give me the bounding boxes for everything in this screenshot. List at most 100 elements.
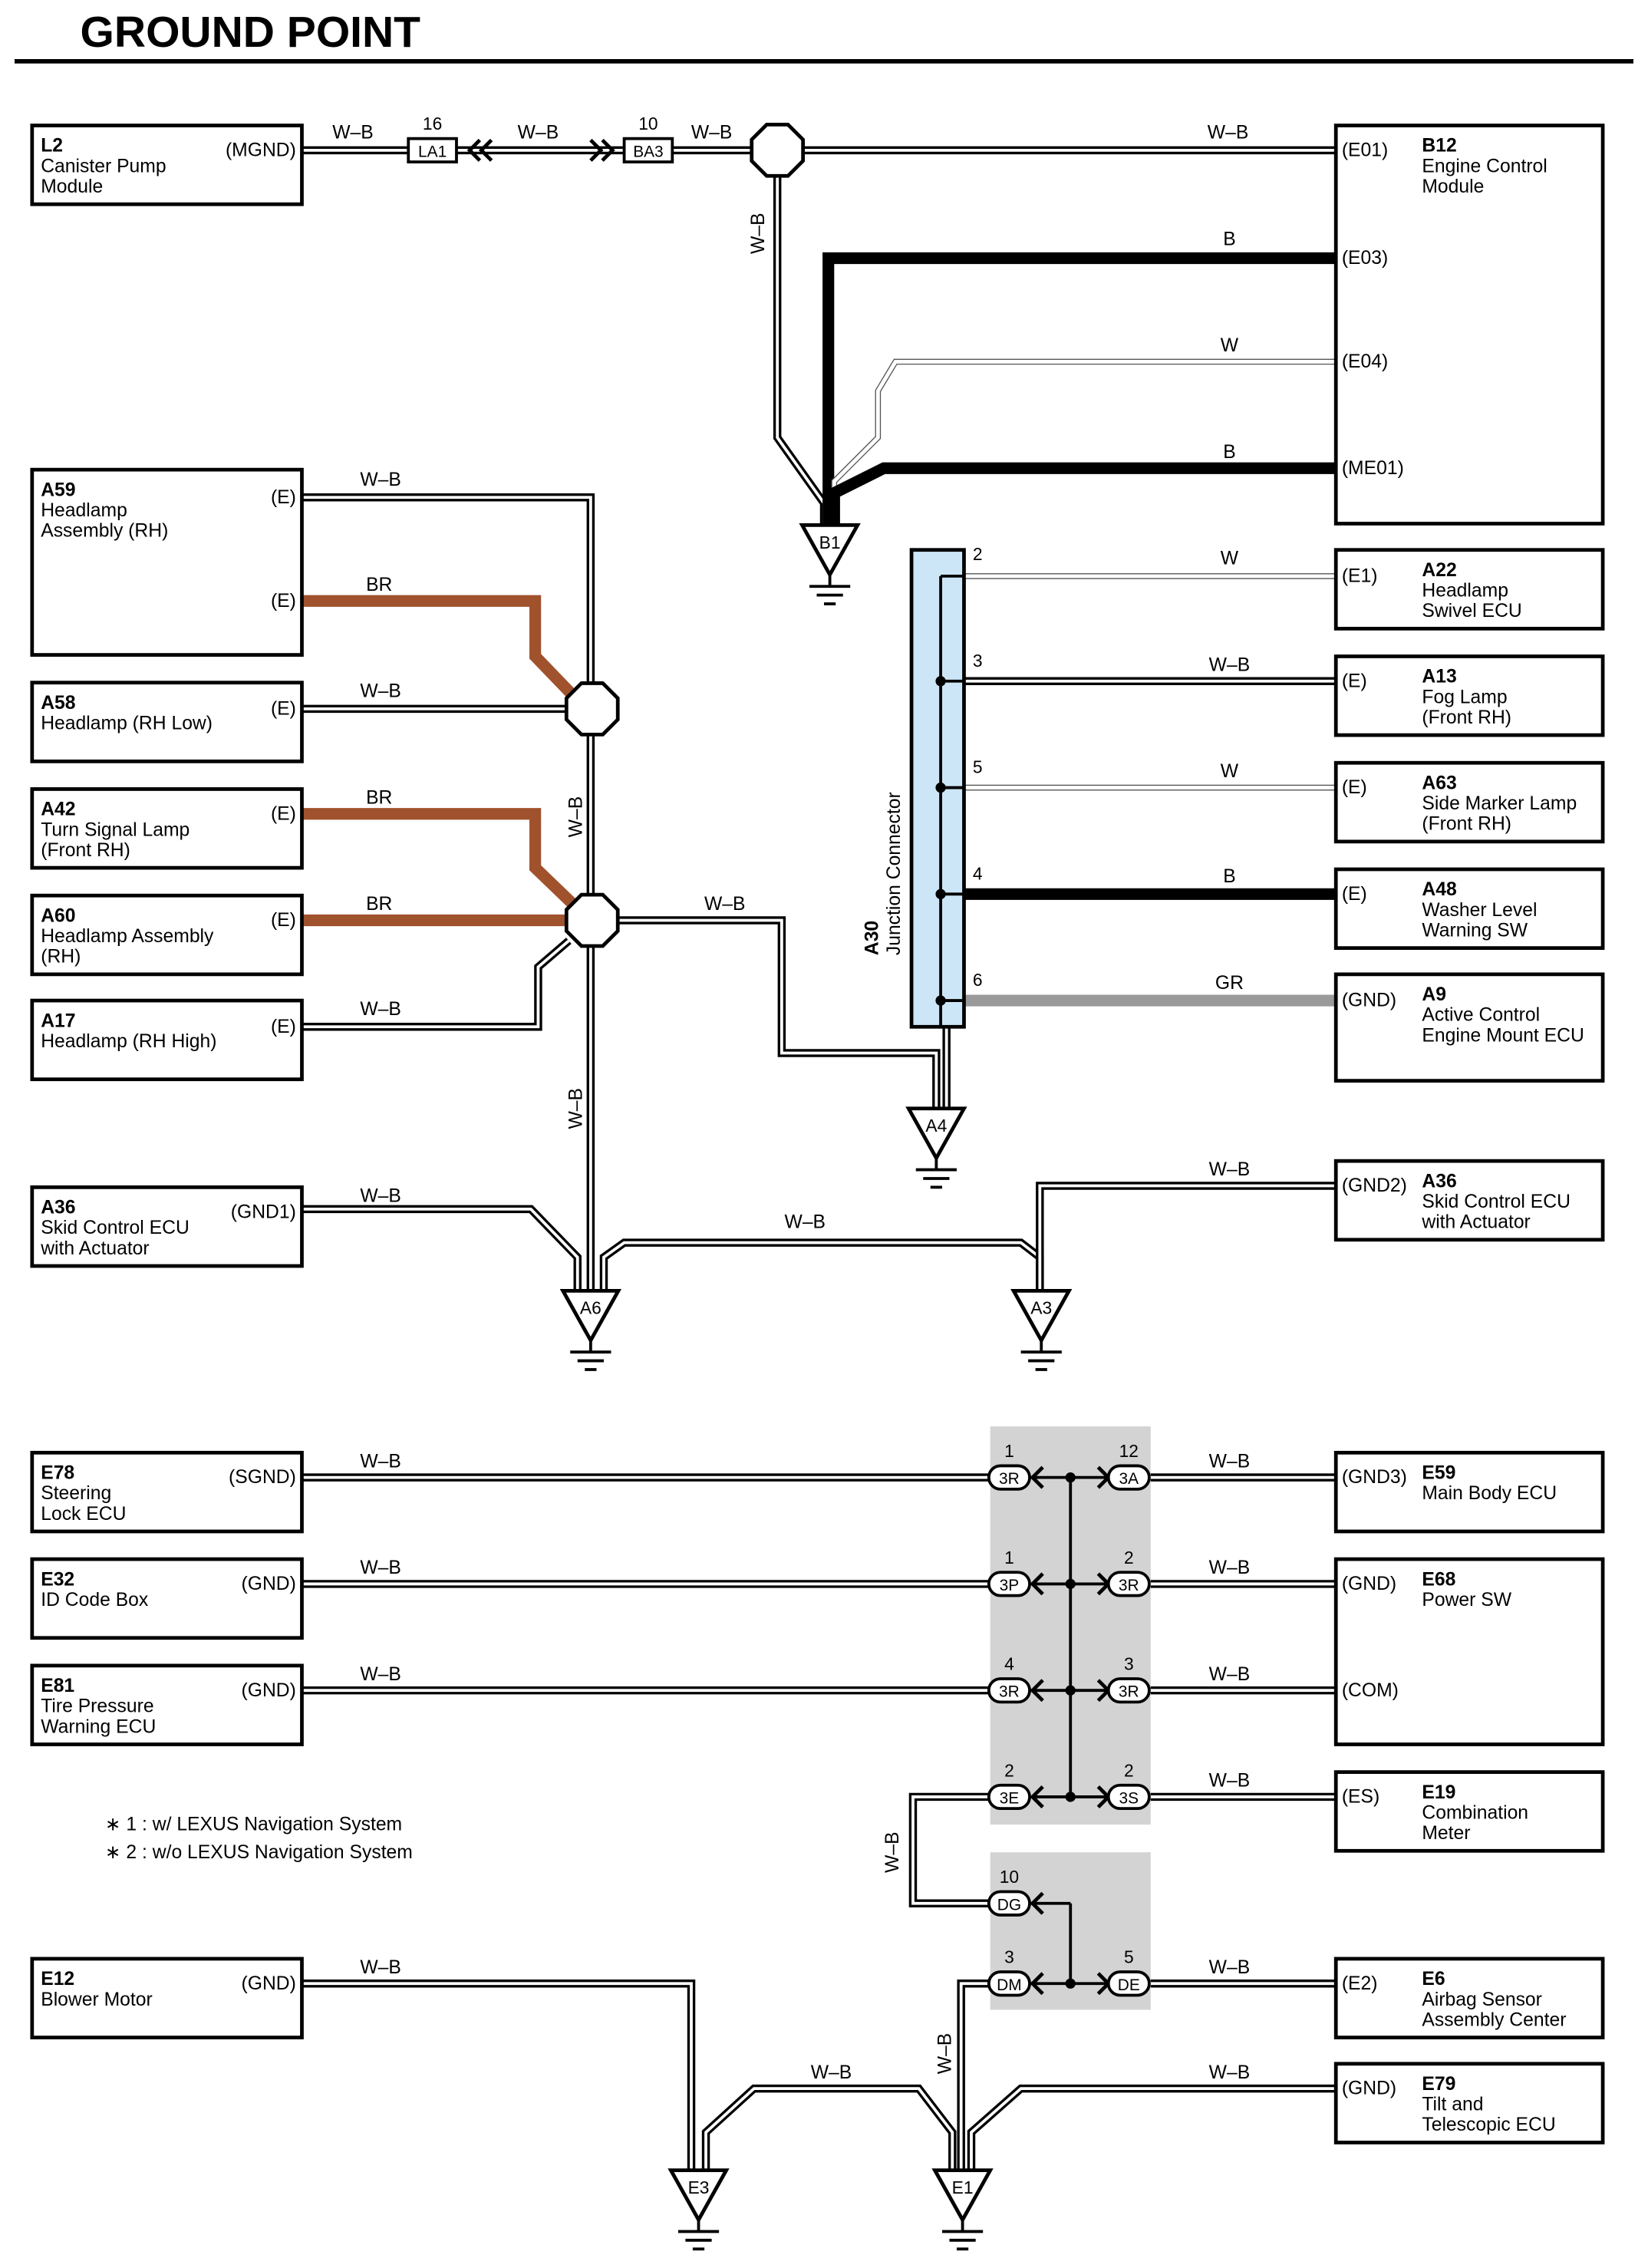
connector-arrow [1030, 1572, 1044, 1596]
inline-connector-pin: 10 [638, 114, 658, 134]
connector-pin: 5 [1124, 1947, 1134, 1967]
splice-point [750, 123, 806, 178]
ground-triangle [931, 2168, 994, 2224]
wire-e12 [302, 1980, 696, 2171]
pin-label: (E03) [1342, 248, 1388, 269]
component-name: Turn Signal Lamp [41, 819, 190, 840]
pin-label: (GND) [1342, 991, 1396, 1011]
component-box-a13 [1333, 654, 1605, 737]
component-box-e79 [1333, 2062, 1605, 2144]
wire-a36-gnd1 [302, 1205, 582, 1291]
ground-label: B1 [819, 532, 841, 552]
pin-label: (E) [271, 487, 296, 508]
pin-label: (E04) [1342, 351, 1388, 372]
pin-label: (E) [1342, 671, 1367, 691]
wire-color-label: W [1221, 335, 1239, 356]
component-box-e81 [30, 1663, 304, 1746]
wire-b12-me01 [828, 462, 1337, 526]
component-box-a9 [1333, 972, 1605, 1083]
connector-arrow [1030, 1679, 1044, 1703]
wire-a6-a3 [599, 1238, 1044, 1291]
wire-color-label: W–B [1209, 1771, 1251, 1792]
ground-label: A4 [925, 1116, 947, 1136]
pin-label: (E) [1342, 777, 1367, 798]
component-id: E19 [1422, 1782, 1455, 1803]
component-id: A13 [1422, 667, 1456, 687]
ground-label: A6 [580, 1298, 602, 1318]
ground-label: E3 [688, 2177, 710, 2197]
splice-dot [935, 888, 946, 899]
component-name: Airbag Sensor [1422, 1989, 1542, 2010]
component-id: A22 [1422, 560, 1456, 581]
footnote: ∗ 1 : w/ LEXUS Navigation System [105, 1815, 402, 1835]
connector-pin: 4 [1004, 1654, 1014, 1674]
wire-color-label: B [1223, 866, 1235, 887]
connector-pin: 1 [1004, 1441, 1014, 1461]
connector-pin: 3 [1124, 1654, 1134, 1674]
component-name: Main Body ECU [1422, 1483, 1557, 1504]
component-id: E6 [1422, 1969, 1445, 1989]
ground-triangle [799, 523, 861, 579]
connector-arrow [589, 138, 604, 162]
component-box-b12 [1333, 124, 1605, 526]
wire-color-label: W–B [1209, 1451, 1251, 1472]
component-name: Blower Motor [41, 1989, 153, 2010]
wire-color-label: W–B [360, 1558, 401, 1578]
wire-color-label: W–B [360, 1664, 401, 1685]
connector-label: DE [1118, 1976, 1140, 1994]
wire-a36-gnd1-stripe [302, 1207, 579, 1291]
component-name: Side Marker Lamp [1422, 793, 1577, 814]
connector-pin: 12 [1119, 1441, 1139, 1461]
component-id: E78 [41, 1463, 74, 1484]
page-title: GROUND POINT [81, 8, 421, 57]
component-name: Canister Pump [41, 156, 166, 176]
pin-label: (MGND) [226, 140, 296, 160]
footnote: ∗ 2 : w/o LEXUS Navigation System [105, 1842, 413, 1863]
wire-a59-e-trunk [302, 493, 595, 1291]
junction-pin: 5 [973, 757, 983, 777]
wire-color-label: W–B [360, 470, 401, 490]
wire-color-label: W–B [1209, 1957, 1251, 1978]
wire-color-label: W–B [785, 1212, 826, 1233]
connector-pill [987, 1970, 1031, 1997]
wire-a17-stripe [302, 939, 570, 1029]
connector-pin: 2 [1124, 1760, 1134, 1780]
component-box-e59 [1333, 1450, 1605, 1534]
wire-color-label: W–B [882, 1831, 903, 1873]
component-name: Combination [1422, 1802, 1528, 1823]
wire-a6-a3-stripe [602, 1241, 1042, 1291]
component-boxes [30, 124, 1605, 2144]
component-box-e78 [30, 1450, 304, 1534]
component-name: Headlamp [1422, 581, 1508, 602]
wire-color-label: W–B [360, 1185, 401, 1206]
component-id: E32 [41, 1569, 74, 1590]
component-box-e19 [1333, 1770, 1605, 1853]
component-id: A59 [41, 480, 75, 500]
component-box-e32 [30, 1557, 304, 1640]
nodes [407, 123, 1151, 2251]
splice-dot [1065, 1472, 1076, 1483]
pin-label: (E01) [1342, 140, 1388, 160]
component-box-a59 [30, 467, 304, 657]
component-box-a17 [30, 998, 304, 1082]
component-id: A63 [1422, 773, 1456, 793]
wire-color-label: W–B [360, 1957, 401, 1978]
component-box-a22 [1333, 548, 1605, 631]
splice-dot [1065, 1685, 1076, 1696]
connector-label: DM [997, 1976, 1022, 1994]
ground-label: A3 [1030, 1298, 1052, 1318]
component-name: Skid Control ECU [41, 1218, 190, 1238]
wire-3e-dg [908, 1792, 989, 1907]
wire-color-label: W–B [934, 2033, 955, 2075]
component-id: B12 [1422, 136, 1456, 157]
wire-b12-e04 [831, 358, 1337, 526]
wire-splice-b1-stripe [776, 175, 826, 526]
connector-arrow [1030, 1785, 1044, 1808]
connector-pin: 1 [1004, 1548, 1014, 1567]
component-id: A36 [41, 1198, 75, 1218]
junction-name: Junction Connector [884, 792, 905, 955]
ground-triangle [667, 2168, 730, 2224]
connector-pill [1106, 1970, 1151, 1997]
wire-color-label: B [1223, 229, 1235, 249]
pin-label: (GND3) [1342, 1467, 1407, 1488]
